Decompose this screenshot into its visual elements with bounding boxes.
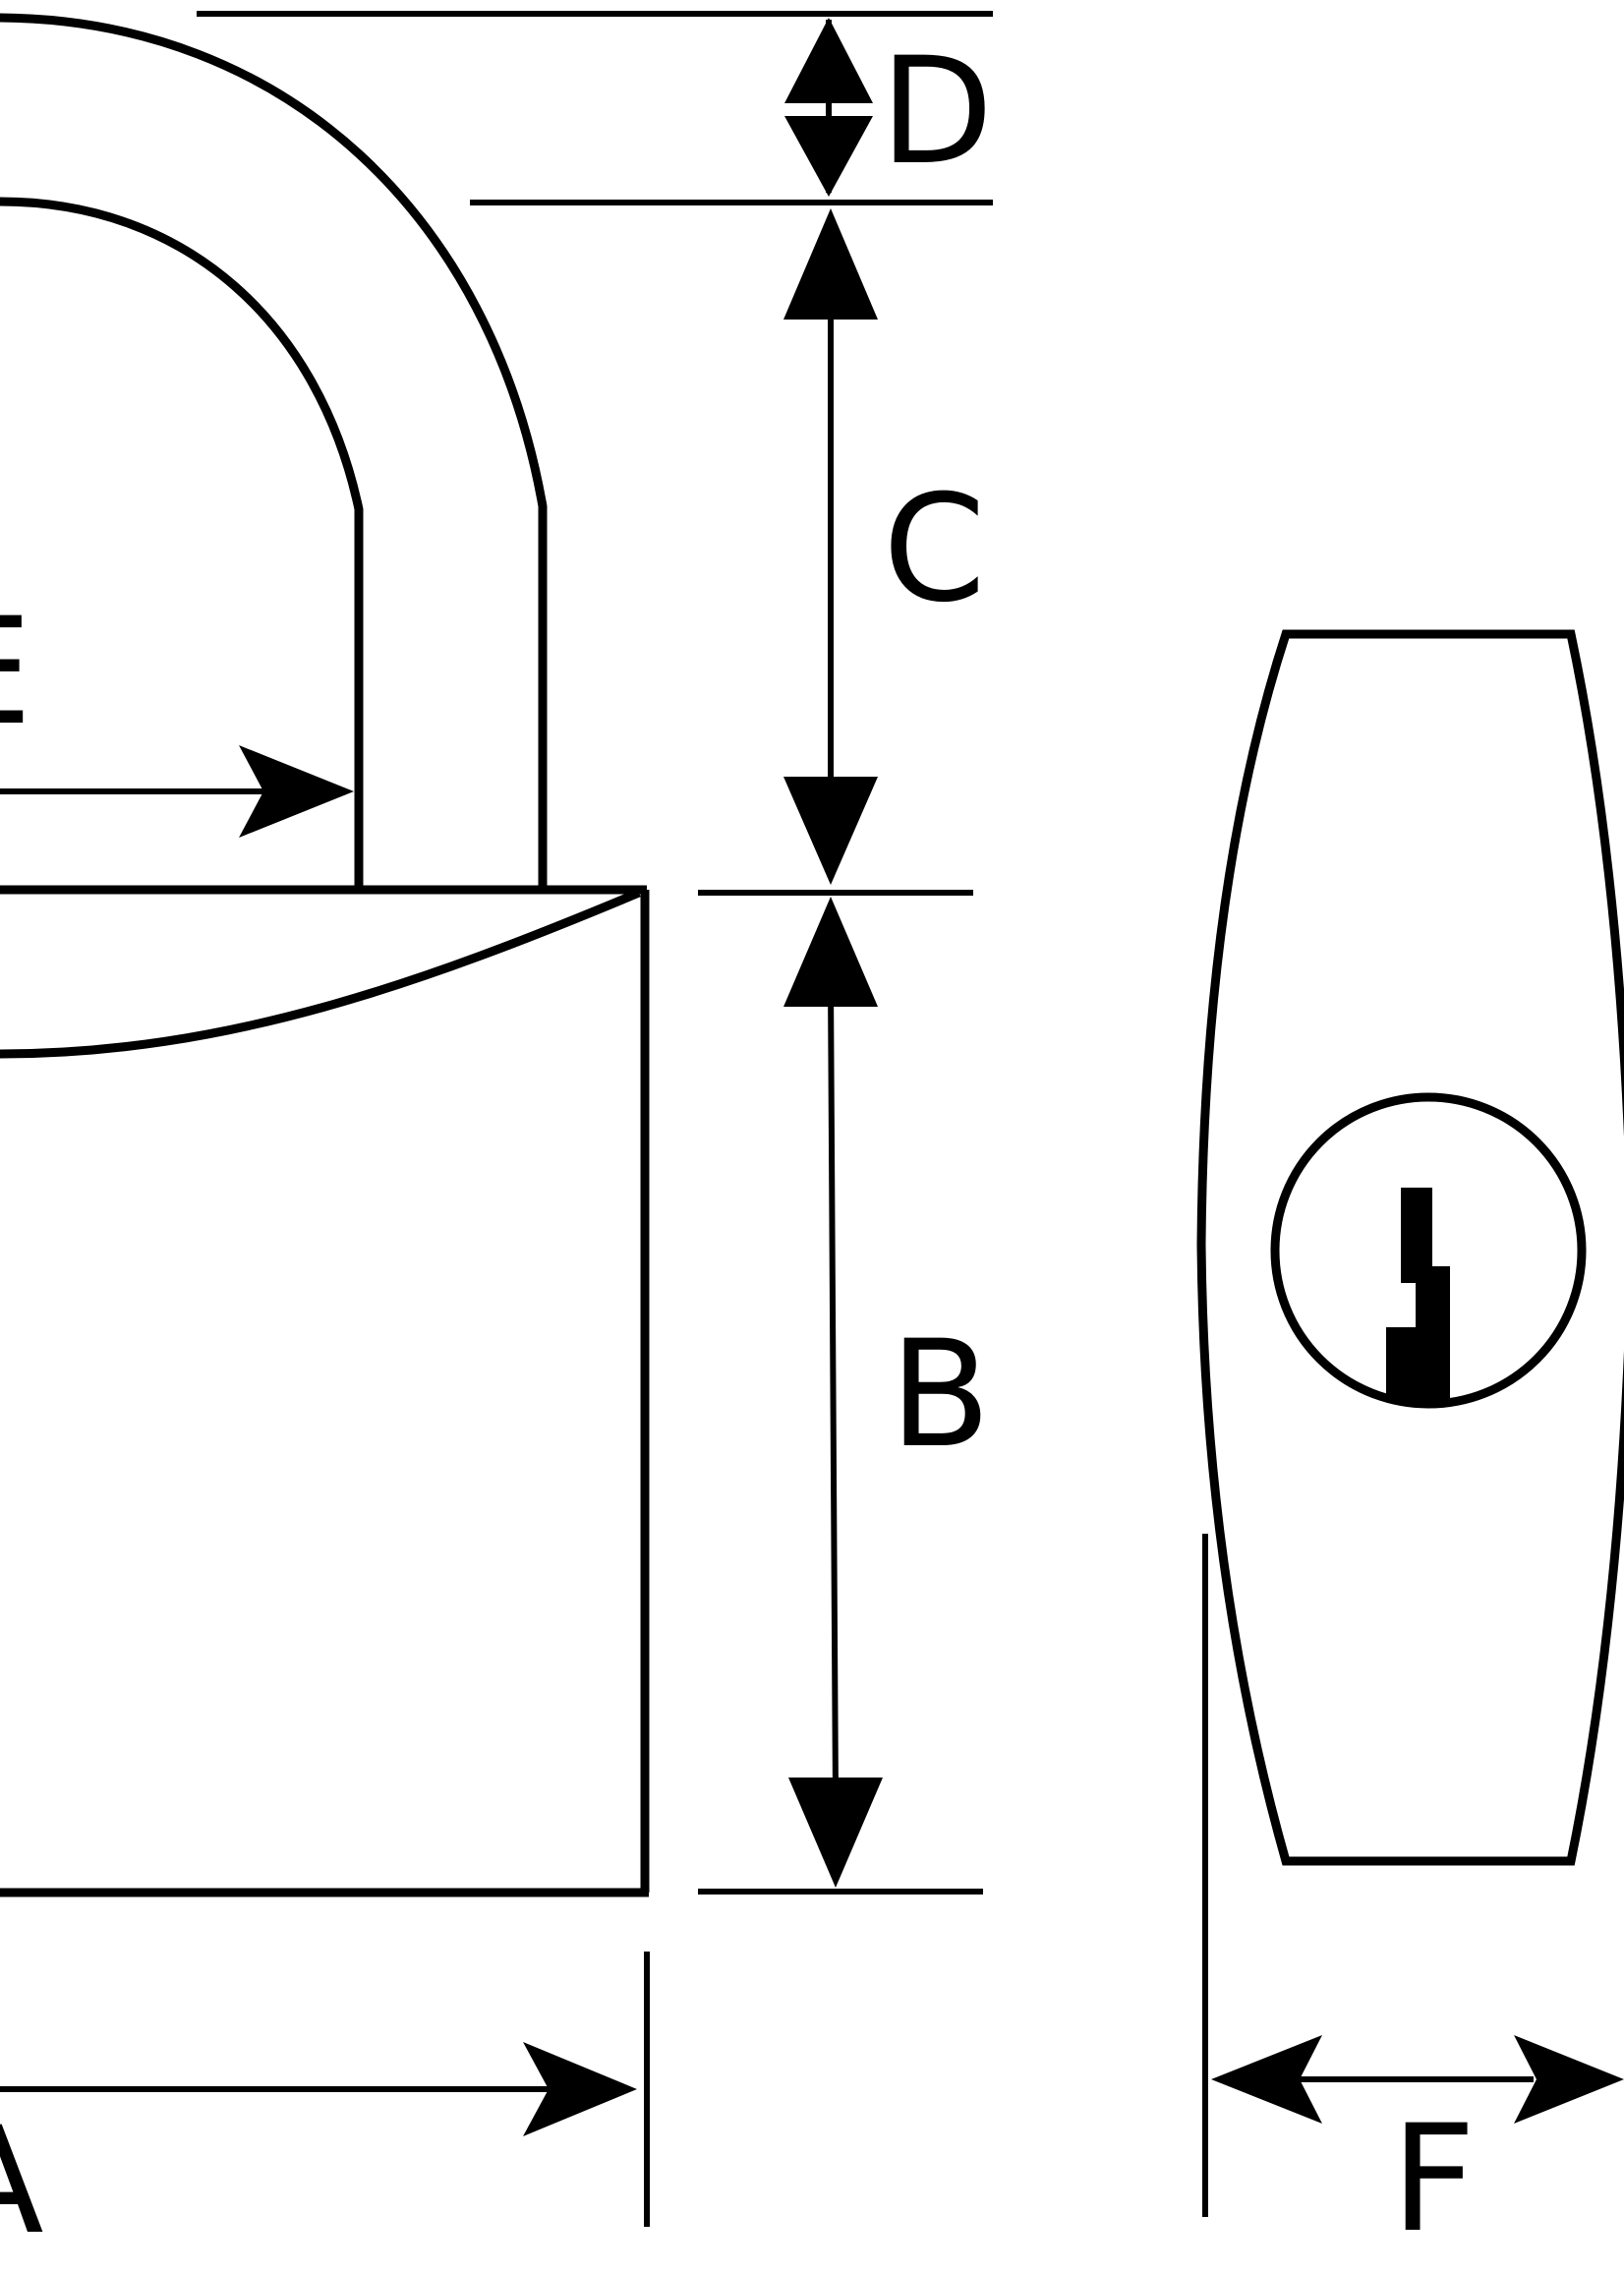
shackle-outer [0,13,548,890]
body-shoulder-curve [0,888,641,1059]
dimension-d: D [197,11,994,205]
b-dimension-line [828,982,839,1800]
dimension-c: C [783,208,986,885]
e-arrow-right [239,745,354,838]
f-arrow-left [1211,2035,1322,2124]
b-arrow-down [788,1778,883,1888]
d-arrow-up [784,18,873,103]
label-f: F [1391,2094,1476,2265]
c-arrow-down [783,777,878,885]
keyhole-icon [1386,1188,1450,1401]
dimension-a: A [0,1952,650,2267]
c-arrow-up [783,208,878,320]
side-view [1196,629,1624,1866]
shackle-inner [0,197,364,890]
label-c: C [883,464,986,635]
dimension-e: E [0,587,354,838]
a-arrow-right [523,2042,637,2136]
dimension-b: B [698,890,991,1895]
f-arrow-right [1514,2035,1624,2124]
lock-body [0,885,650,1897]
side-view-body [1196,629,1624,1866]
label-d: D [880,27,994,198]
dimension-f: F [1202,1534,1624,2265]
label-a: A [0,2096,44,2267]
label-e: E [0,587,32,758]
keyway-circle [1270,1092,1587,1409]
label-b: B [890,1310,991,1481]
shackle [0,13,548,890]
b-arrow-up [783,897,878,1007]
d-arrow-down [784,116,873,197]
